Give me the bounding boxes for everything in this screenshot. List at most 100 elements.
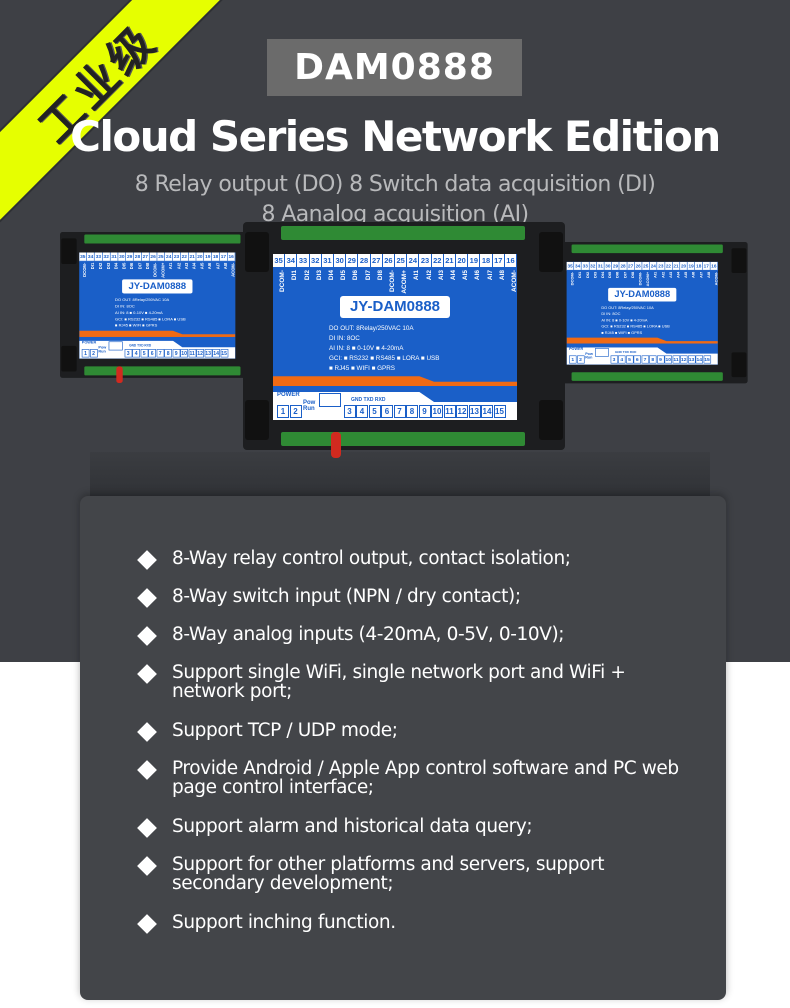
pin-number: 27	[142, 252, 150, 261]
rs232-label: RS232	[617, 344, 629, 349]
terminal-number: 13	[468, 405, 481, 418]
feature-item: Support alarm and historical data query;	[136, 816, 696, 838]
terminal-number: 3	[343, 405, 356, 418]
terminal-number: 3	[124, 349, 132, 358]
pin-number: 28	[620, 261, 628, 270]
pin-number: 35	[273, 254, 286, 267]
antenna	[331, 432, 341, 458]
terminal-number: 9	[656, 355, 665, 364]
feature-item: Support TCP / UDP mode;	[136, 720, 696, 742]
terminal-number: 1	[277, 405, 289, 418]
terminal-number: 11	[672, 355, 680, 364]
terminal-number: 15	[703, 355, 711, 364]
terminal-number: 13	[687, 355, 696, 364]
pin-number: 23	[658, 261, 665, 270]
pin-number: 27	[371, 254, 383, 267]
pin-number: 17	[703, 261, 711, 270]
pin-label: ACOM-	[510, 270, 517, 293]
terminal-number: 12	[196, 349, 204, 358]
feature-text: 8-Way switch input (NPN / dry contact);	[172, 586, 521, 607]
spec-line: DO OUT: 8Relay/250VAC 10A	[115, 297, 170, 303]
model-badge: DAM0888	[267, 39, 522, 96]
feature-text: Support TCP / UDP mode;	[172, 720, 398, 741]
diamond-bullet-icon	[137, 856, 157, 876]
diamond-bullet-icon	[137, 550, 157, 570]
mounting-ear	[539, 232, 563, 272]
orange-stripe	[273, 376, 517, 386]
feature-text: Support alarm and historical data query;	[172, 816, 533, 837]
terminal-number: 8	[164, 349, 172, 358]
mounting-ear	[731, 248, 747, 273]
terminal-number: 1	[81, 349, 90, 358]
pin-number: 28	[358, 254, 371, 267]
pin-number: 18	[480, 254, 493, 267]
terminal-number: 12	[456, 405, 468, 418]
pin-number: 30	[605, 261, 612, 270]
pin-number: 24	[650, 261, 658, 270]
pin-number: 35	[567, 261, 575, 270]
pin-number: 31	[597, 261, 605, 270]
top-terminal-block	[84, 234, 241, 244]
terminal-number: 13	[204, 349, 212, 358]
features-panel: 8-Way relay control output, contact isol…	[80, 496, 726, 1000]
spec-line: GCI: ■ RS232 ■ RS485 ■ LORA ■ USB	[115, 317, 186, 322]
terminal-number: 14	[481, 405, 493, 418]
spec-line: AI IN: 8 ■ 0-10V ■ 4-20mA	[601, 318, 648, 323]
rs232-label: RS232	[355, 388, 374, 394]
pow-run-label: Pow Run	[98, 345, 107, 354]
pin-number: 31	[111, 252, 119, 261]
rs232-pins-label: GND TXD RXD	[129, 344, 152, 348]
pin-number: 23	[419, 254, 432, 267]
terminal-legend: POWER Pow Run RS232 GND TXD RXD COM1 OUT…	[273, 386, 517, 420]
bottom-terminal-block	[571, 372, 723, 381]
pin-number: 34	[87, 252, 95, 261]
spec-line: ■ RJ45 ■ WIFI ■ GPRS	[601, 330, 643, 335]
ethernet-port	[108, 341, 123, 351]
feature-item: 8-Way analog inputs (4-20mA, 0-5V, 0-10V…	[136, 625, 696, 646]
terminal-number: 4	[132, 349, 140, 358]
terminal-number: 7	[156, 349, 164, 358]
pin-number: 22	[432, 254, 444, 267]
pow-run-label: Pow Run	[585, 352, 593, 360]
pin-number: 34	[285, 254, 298, 267]
pin-number: 25	[395, 254, 408, 267]
pin-number: 20	[456, 254, 469, 267]
terminal-number: 7	[393, 405, 406, 418]
pin-number: 21	[444, 254, 457, 267]
pin-number: 29	[126, 252, 134, 261]
spec-line: ■ RJ45 ■ WIFI ■ GPRS	[115, 323, 158, 328]
terminal-number: 2	[89, 349, 98, 358]
relay-outputs-label: COM1 OUT1 OUT2 OUT3 OUT4 OUT5 OUT6 OUT7 …	[389, 386, 517, 391]
pin-number: 32	[310, 254, 322, 267]
spec-line: GCI: ■ RS232 ■ RS485 ■ LORA ■ USB	[601, 324, 670, 329]
device-reflection	[90, 452, 710, 496]
terminal-number: 5	[140, 349, 148, 358]
pin-number: 16	[505, 254, 517, 267]
feature-item: 8-Way relay control output, contact isol…	[136, 549, 696, 570]
terminal-number: 10	[431, 405, 443, 418]
pin-number: 31	[322, 254, 335, 267]
feature-item: Support for other platforms and servers,…	[136, 855, 696, 893]
pin-number: 32	[103, 252, 111, 261]
pin-number: 29	[346, 254, 359, 267]
feature-item: Support inching function.	[136, 913, 696, 934]
mounting-ear	[539, 400, 563, 440]
terminal-number: 4	[618, 355, 626, 364]
pin-number: 22	[665, 261, 673, 270]
feature-text: Provide Android / Apple App control soft…	[172, 758, 679, 798]
mounting-ear	[61, 238, 77, 264]
mounting-ear	[61, 345, 77, 372]
terminal-number: 9	[172, 349, 180, 358]
diamond-bullet-icon	[137, 626, 157, 646]
pin-number: 20	[680, 261, 688, 270]
top-terminal-block	[571, 244, 723, 254]
terminal-number: 14	[695, 355, 703, 364]
spec-line: GCI: ■ RS232 ■ RS485 ■ LORA ■ USB	[329, 355, 440, 362]
spec-line: DO OUT: 8Relay/250VAC 10A	[329, 325, 414, 332]
spec-line: DO OUT: 8Relay/250VAC 10A	[601, 305, 654, 311]
terminal-number: 6	[633, 355, 641, 364]
mounting-ear	[245, 400, 269, 440]
pin-number: 30	[334, 254, 347, 267]
